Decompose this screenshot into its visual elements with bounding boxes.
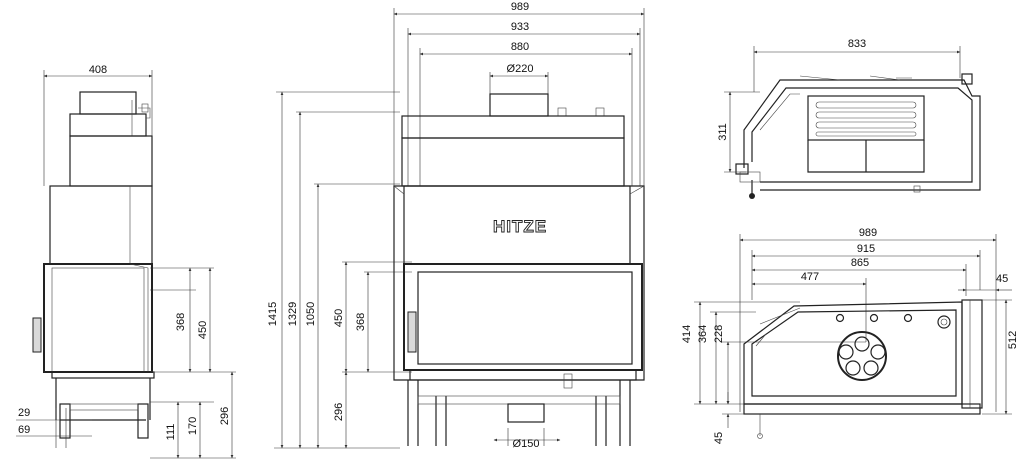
front-firebox-frame [403,263,643,371]
front-brand-logo: HITZE [493,217,547,236]
plan-depth-364-label: 364 [697,325,709,343]
plan-width-865-label: 865 [851,257,869,269]
plan-depth-228-label: 228 [713,325,725,343]
side-leg-height-label: 111 [165,424,177,441]
front-view: 989 933 880 Ø220 HITZE Ø150 [267,1,645,450]
side-view: 408 368 450 296 111 170 29 69 [16,64,236,459]
side-foot-offset-29: 29 [18,407,30,419]
front-glass [417,271,633,365]
side-opening-height-label: 450 [197,321,209,339]
plan-total-width-label: 989 [859,227,877,239]
front-opening-height-label: 450 [333,309,345,327]
top-view: 833 311 [717,38,981,199]
side-leg-floor-label: 170 [187,417,199,435]
side-width-label: 408 [89,64,107,76]
plan-outlet-holes [835,313,951,329]
front-convection-housing [401,137,625,187]
front-glass-height-label: 368 [355,313,367,331]
front-height-1050-label: 1050 [305,302,317,326]
plan-depth-414-label: 414 [681,325,693,343]
front-flue-diameter-label: Ø220 [507,63,534,75]
side-firebox [43,263,153,373]
side-main-body [49,185,153,265]
top-width-label: 833 [848,38,866,50]
side-housing [69,135,153,187]
front-total-height-label: 1415 [267,302,279,326]
front-door-handle [407,311,417,353]
side-flue-box [79,91,137,115]
side-glass-height-label: 368 [175,313,187,331]
front-width-933-label: 933 [511,21,529,33]
plan-view: 989 915 865 477 45 [681,227,1019,444]
front-base-height-label: 296 [333,403,345,421]
front-total-width-label: 989 [511,1,529,13]
side-upper-body [69,113,147,137]
front-top-body [401,115,625,139]
plan-side-offset-label: 45 [996,273,1008,285]
side-base-height-label: 296 [219,407,231,425]
top-outer-shell [743,79,981,191]
plan-air-supply-circle [837,331,887,381]
plan-right-depth-label: 512 [1007,331,1019,349]
plan-width-477-label: 477 [801,271,819,283]
front-air-inlet [507,403,545,423]
top-grille-slots [815,101,917,137]
front-height-1329-label: 1329 [287,302,299,326]
front-width-880-label: 880 [511,41,529,53]
side-handle [32,317,42,353]
front-flue-collar [489,93,549,117]
plan-width-915-label: 915 [857,243,875,255]
front-air-inlet-diameter-label: Ø150 [513,438,540,450]
side-foot-offset-69: 69 [18,424,30,436]
top-depth-label: 311 [717,123,729,141]
plan-front-offset-label: 45 [713,432,725,444]
